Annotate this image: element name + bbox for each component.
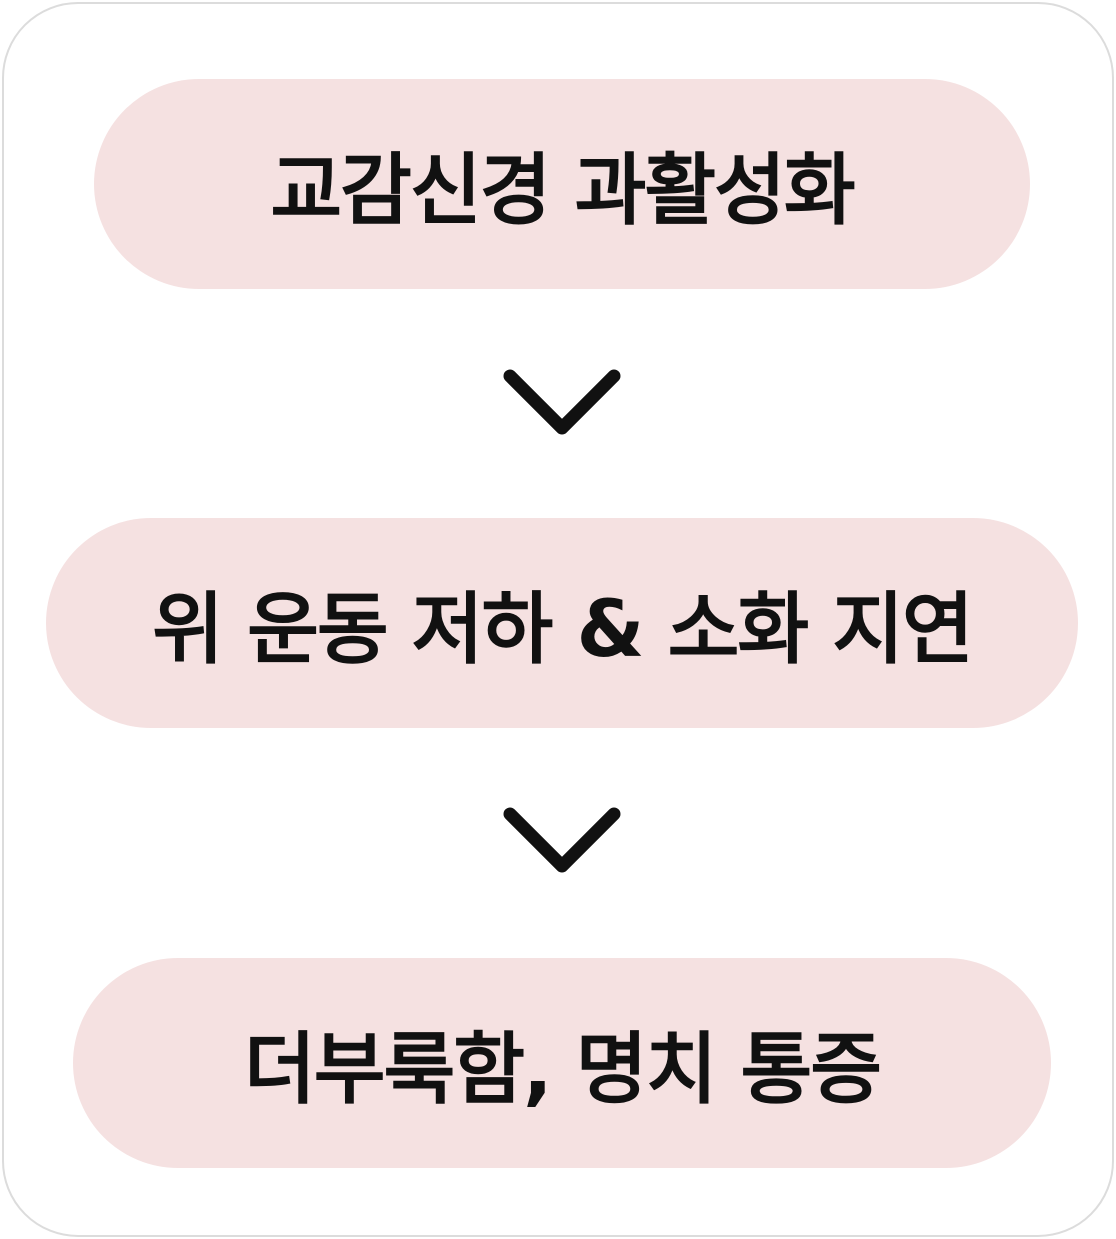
step-gastric-motility-decrease: 위 운동 저하 & 소화 지연 bbox=[46, 518, 1078, 728]
step-sympathetic-overactivation: 교감신경 과활성화 bbox=[94, 79, 1030, 289]
step-bloating-epigastric-pain: 더부룩함, 명치 통증 bbox=[73, 958, 1051, 1168]
chevron-down-icon bbox=[503, 369, 621, 435]
chevron-down-icon bbox=[503, 807, 621, 873]
